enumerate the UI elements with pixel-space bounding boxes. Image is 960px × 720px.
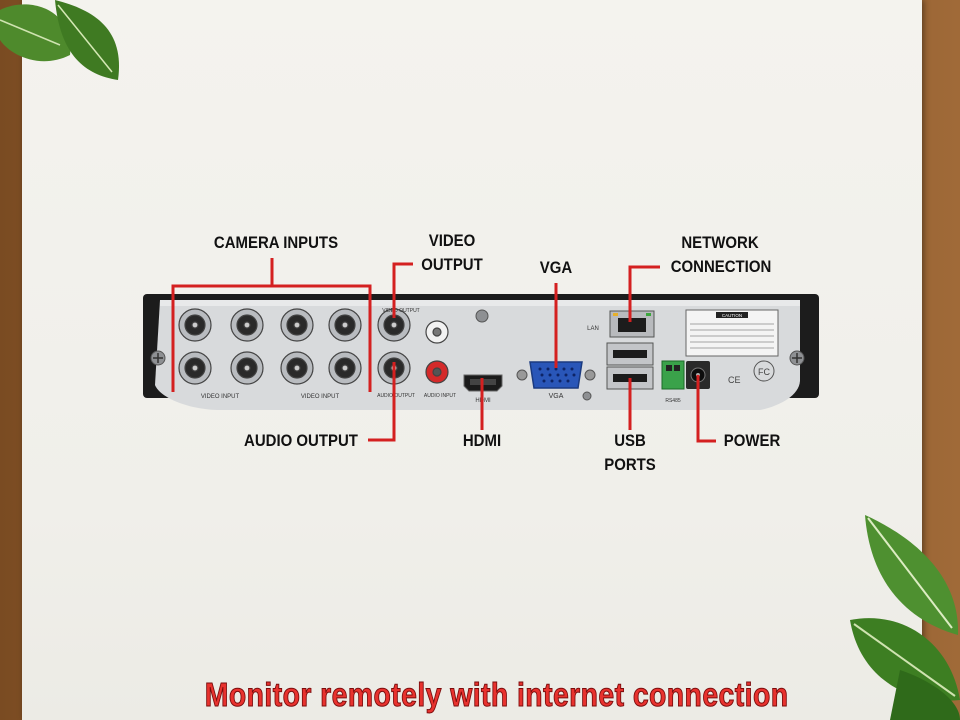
top-left-leaves xyxy=(0,0,120,80)
video-output-text: VIDEO OUTPUT xyxy=(382,308,420,314)
ce-mark: CE xyxy=(728,375,741,385)
label-network-2: CONNECTION xyxy=(670,257,772,276)
label-power: POWER xyxy=(723,431,781,450)
bnc-connectors xyxy=(178,308,411,385)
label-usb-1: USB xyxy=(614,431,646,450)
rs485-terminal xyxy=(661,360,685,390)
caption: Monitor remotely with internet connectio… xyxy=(204,676,789,714)
video-input-text-2: VIDEO INPUT xyxy=(301,394,340,400)
video-output-line xyxy=(392,262,413,318)
rs485-panel-text: RS485 xyxy=(665,398,681,404)
video-input-text-1: VIDEO INPUT xyxy=(201,394,240,400)
caution-text: CAUTION xyxy=(722,313,742,318)
label-camera-inputs: CAMERA INPUTS xyxy=(213,233,339,252)
bottom-right-leaves xyxy=(850,515,960,720)
label-video-output-2: OUTPUT xyxy=(421,255,483,274)
rca-jacks xyxy=(425,320,449,384)
label-network-1: NETWORK xyxy=(681,233,759,252)
label-video-output-1: VIDEO xyxy=(428,231,476,250)
network-line xyxy=(628,265,660,322)
lan-panel-text: LAN xyxy=(587,326,599,332)
label-usb-2: PORTS xyxy=(604,455,656,474)
label-vga: VGA xyxy=(539,258,573,277)
label-hdmi: HDMI xyxy=(462,431,502,450)
callout-lines xyxy=(171,258,716,443)
vga-panel-text: VGA xyxy=(549,393,564,400)
audio-output-text: AUDIO OUTPUT xyxy=(377,393,415,399)
audio-output-line xyxy=(368,362,396,442)
fc-mark: FC xyxy=(758,367,770,377)
label-audio-output: AUDIO OUTPUT xyxy=(244,431,358,450)
power-line xyxy=(696,375,716,443)
audio-input-text: AUDIO INPUT xyxy=(424,393,456,399)
